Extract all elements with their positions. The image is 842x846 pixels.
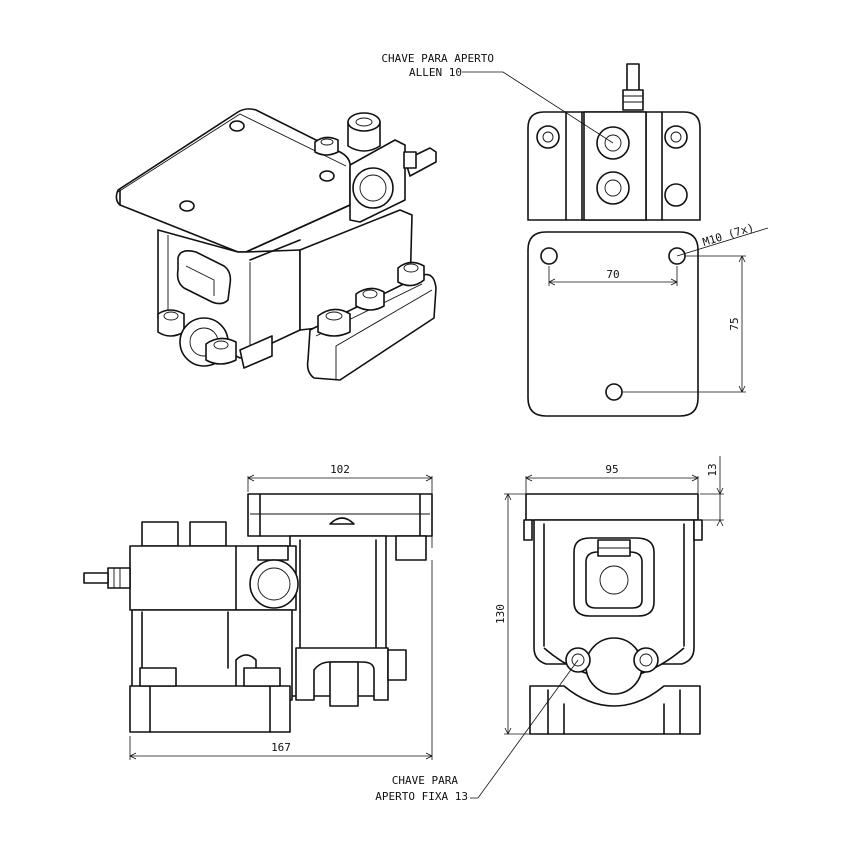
iso-fitting <box>404 147 437 177</box>
fixa-label-line2: APERTO FIXA 13 <box>375 790 468 803</box>
dim-70-line <box>548 266 678 286</box>
top-view-plate-hole-3 <box>605 383 623 401</box>
side-bolt-head-1 <box>141 521 179 547</box>
side-pipe <box>83 572 109 584</box>
top-view-corner-bolt-2 <box>664 125 688 149</box>
side-fork-pin <box>329 661 359 707</box>
iso-small-bolt <box>314 136 339 156</box>
front-bolt-right <box>633 647 659 673</box>
iso-lower-foot <box>239 335 273 369</box>
allen-label-line2: ALLEN 10 <box>409 66 462 79</box>
top-view-plate <box>527 231 699 417</box>
iso-side-bolt-1 <box>157 309 185 337</box>
side-fitting <box>107 567 131 589</box>
side-cylinder-bore <box>249 559 299 609</box>
allen-leader <box>462 71 614 144</box>
side-right-tab <box>395 535 427 561</box>
allen-label-line1: CHAVE PARA APERTO <box>381 52 494 65</box>
iso-base-block <box>306 273 437 381</box>
iso-top-plate <box>115 108 352 253</box>
dim-130-text: 130 <box>494 604 507 624</box>
front-top-plate <box>525 493 699 521</box>
side-base <box>129 685 291 733</box>
iso-base-bolt-2 <box>355 287 385 311</box>
side-fork <box>295 647 389 701</box>
fixa-label-line1: CHAVE PARA <box>392 774 459 787</box>
side-view: 102 167 <box>83 463 433 760</box>
dim-102-text: 102 <box>330 463 350 476</box>
dim-75-text: 75 <box>728 317 741 330</box>
iso-plate-hole-2 <box>179 200 195 212</box>
iso-plate-hole-1 <box>229 120 245 132</box>
dim-75-line <box>622 255 746 393</box>
top-view-side-bolt <box>664 183 688 207</box>
iso-base-bolt-3 <box>317 308 351 337</box>
dim-13-text: 13 <box>706 463 719 476</box>
dim-95-text: 95 <box>605 463 618 476</box>
side-top-plate <box>247 493 433 537</box>
top-view-plate-hole-1 <box>540 247 558 265</box>
side-bolt-head-2 <box>189 521 227 547</box>
dim-70-text: 70 <box>606 268 619 281</box>
front-base <box>529 685 701 735</box>
front-view: 95 13 130 CHAVE PARA APERTO F <box>375 456 724 803</box>
iso-slot <box>176 250 232 305</box>
dim-167-text: 167 <box>271 741 291 754</box>
dim-95-line <box>525 476 699 494</box>
top-view-fitting <box>622 89 644 111</box>
m10-leader <box>676 227 769 257</box>
isometric-view <box>115 108 437 381</box>
top-view-bolt-2 <box>596 171 630 205</box>
side-nut <box>387 649 407 681</box>
top-view-pipe <box>626 63 640 93</box>
m10-label: M10 (7x) <box>701 221 755 249</box>
top-view-corner-bolt-1 <box>536 125 560 149</box>
iso-cylinder-bore <box>352 167 394 209</box>
iso-plate-hole-3 <box>319 170 335 182</box>
iso-side-bolt-2 <box>205 337 237 365</box>
iso-base-bolt-1 <box>397 261 425 287</box>
front-roller <box>585 637 643 695</box>
top-view: 70 75 M10 (7x) CHAVE PARA APERTO ALLEN 1… <box>381 52 769 417</box>
side-bolt-nut <box>257 545 289 561</box>
fixa-leader <box>470 659 579 799</box>
